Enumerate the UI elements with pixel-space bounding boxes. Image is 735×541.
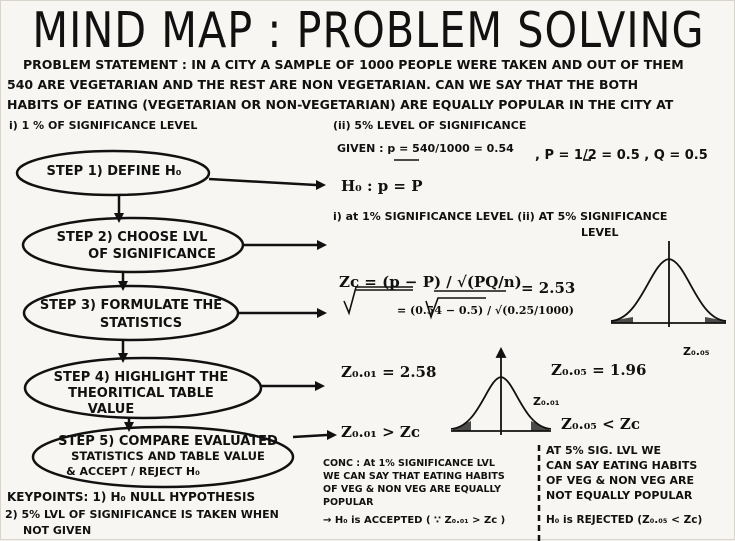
step-4-ellipse: [23, 356, 263, 420]
given-values-2: , P = 1/2 = 0.5 , Q = 0.5: [535, 148, 708, 163]
step-5-ellipse: [31, 425, 295, 489]
step-4-label-3: VALUE: [87, 402, 135, 417]
step-3-ellipse: [22, 284, 240, 342]
keypoints-line-2: 2) 5% LVL OF SIGNIFICANCE IS TAKEN WHEN: [5, 508, 279, 521]
problem-option-1: i) 1 % OF SIGNIFICANCE LEVEL: [9, 119, 198, 132]
comparison-1: Z₀.₀₁ > Zᴄ: [341, 423, 420, 441]
step-3-label-2: STATISTICS: [99, 316, 183, 331]
step-5-label-2: STATISTICS AND TABLE VALUE: [71, 449, 265, 463]
problem-line-1: PROBLEM STATEMENT : IN A CITY A SAMPLE O…: [23, 57, 684, 72]
step-5-label-3: & ACCEPT / REJECT H₀: [66, 465, 200, 478]
step-1-label: STEP 1) DEFINE H₀: [46, 164, 182, 179]
keypoints-line-1: KEYPOINTS: 1) H₀ NULL HYPOTHESIS: [7, 490, 256, 504]
step-2-label: STEP 2) CHOOSE LVL: [56, 230, 208, 245]
conclusion-2-result: H₀ is REJECTED (Z₀.₀₅ < Zᴄ): [546, 514, 703, 526]
comparison-2: Z₀.₀₅ < Zᴄ: [561, 415, 640, 433]
problem-line-3: HABITS OF EATING (VEGETARIAN OR NON-VEGE…: [7, 97, 674, 112]
step-4-label-2: THEORITICAL TABLE: [68, 386, 214, 401]
curve-1-label: Z₀.₀₁: [533, 395, 560, 408]
step-5-label: STEP 5) COMPARE EVALUATED: [58, 434, 278, 449]
conclusion-2-line-1: AT 5% SIG. LVL WE: [546, 444, 662, 457]
step-1-ellipse: [15, 149, 211, 197]
step-2-label-2: OF SIGNIFICANCE: [88, 247, 216, 262]
normal-curve-5-percent: [610, 241, 727, 327]
zc-substitution: = (0.54 − 0.5) / √(0.25/1000): [397, 304, 574, 317]
conclusion-1-line-1: CONC : At 1% SIGNIFICANCE LVL: [323, 458, 495, 469]
significance-levels-2: LEVEL: [581, 226, 619, 239]
null-hypothesis: H₀ : p = P: [341, 177, 423, 195]
problem-option-2: (ii) 5% LEVEL OF SIGNIFICANCE: [333, 119, 527, 132]
step-2-ellipse: [21, 216, 245, 274]
conclusion-2-line-2: CAN SAY EATING HABITS: [546, 459, 698, 472]
step-4-label: STEP 4) HIGHLIGHT THE: [53, 370, 229, 385]
keypoints-line-3: NOT GIVEN: [23, 524, 92, 537]
zc-value: = 2.53: [521, 279, 576, 297]
conclusion-1-line-4: POPULAR: [323, 497, 374, 508]
conclusion-1-line-3: OF VEG & NON VEG ARE EQUALLY: [323, 484, 501, 495]
conclusion-1-result: → H₀ is ACCEPTED ( ∵ Z₀.₀₁ > Zᴄ ): [323, 515, 506, 526]
zc-formula: Zᴄ = (p − P) / √(PQ/n): [339, 273, 522, 291]
step-3-label: STEP 3) FORMULATE THE: [39, 298, 223, 313]
curve-2-label: Z₀.₀₅: [683, 345, 710, 358]
significance-levels: i) at 1% SIGNIFICANCE LEVEL (ii) AT 5% S…: [333, 210, 668, 223]
normal-curve-1-percent: [450, 346, 552, 435]
conclusion-2-line-4: NOT EQUALLY POPULAR: [546, 489, 693, 502]
problem-line-2: 540 ARE VEGETARIAN AND THE REST ARE NON …: [7, 77, 639, 92]
given-values: GIVEN : p = 540/1000 = 0.54: [337, 142, 514, 155]
conclusion-1-line-2: WE CAN SAY THAT EATING HABITS: [323, 471, 505, 482]
z-001-value: Z₀.₀₁ = 2.58: [341, 363, 437, 381]
z-005-value: Z₀.₀₅ = 1.96: [551, 361, 647, 379]
page-title: MIND MAP : PROBLEM SOLVING: [32, 1, 705, 59]
conclusion-2-line-3: OF VEG & NON VEG ARE: [546, 474, 694, 487]
